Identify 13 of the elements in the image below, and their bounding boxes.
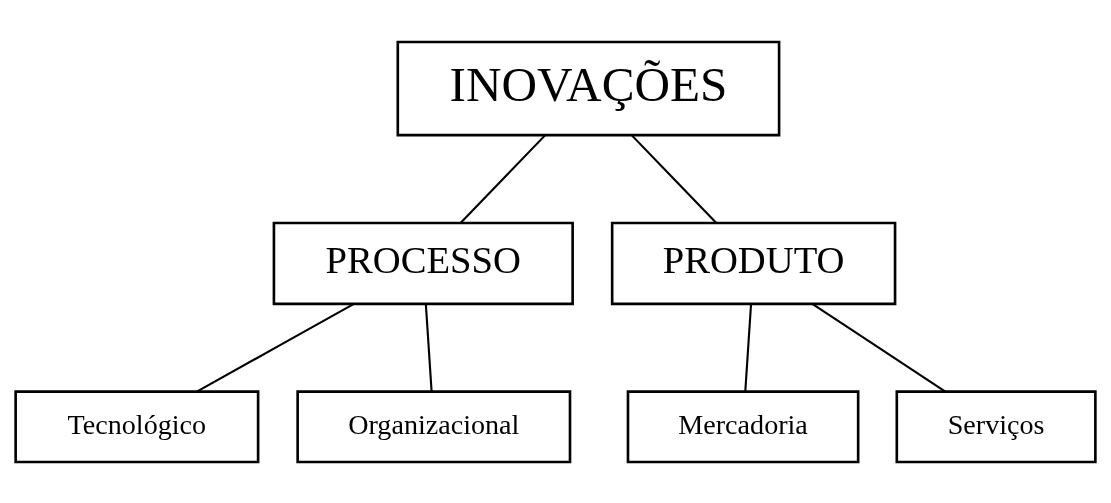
connector xyxy=(196,302,355,393)
node-box: Organizacional xyxy=(296,389,572,463)
connector xyxy=(460,134,546,223)
node-box: Tecnológico xyxy=(14,389,260,463)
connector xyxy=(744,303,753,392)
connector xyxy=(424,303,433,392)
node-box: PRODUTO xyxy=(610,221,897,305)
connector xyxy=(631,134,717,223)
node-box: Serviços xyxy=(895,389,1097,463)
connector xyxy=(811,302,946,392)
node-box: PROCESSO xyxy=(272,221,574,305)
node-box: Mercadoria xyxy=(626,389,860,463)
node-box: INOVAÇÕES xyxy=(396,40,781,136)
